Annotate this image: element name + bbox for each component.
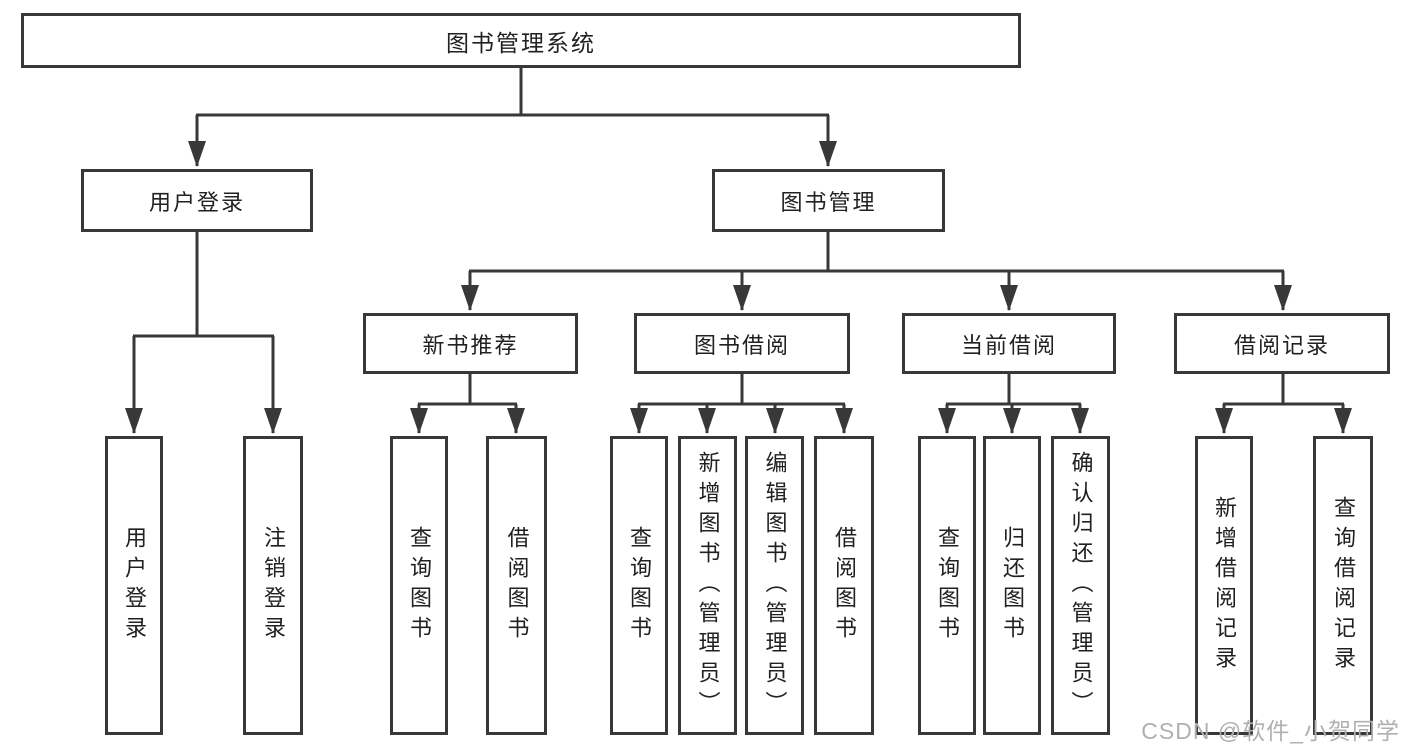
- node-book-borrowing: 图书借阅: [634, 313, 850, 374]
- node-library-management-system: 图书管理系统: [21, 13, 1021, 68]
- node-label: 新增借阅记录: [1212, 495, 1237, 676]
- leaf-query-books-current: 查询图书: [918, 436, 976, 735]
- node-label: 用户登录: [122, 525, 147, 646]
- node-label: 借阅记录: [1233, 332, 1330, 358]
- node-label: 图书管理系统: [446, 29, 596, 56]
- node-label: 注销登录: [261, 525, 286, 646]
- leaf-user-login: 用户登录: [105, 436, 163, 735]
- leaf-edit-books-admin: 编辑图书（管理员）: [745, 436, 804, 735]
- node-label: 查询图书: [627, 525, 652, 646]
- node-user-login: 用户登录: [81, 169, 313, 232]
- node-label: 归还图书: [1000, 525, 1025, 646]
- watermark: CSDN @软件_小贺同学: [1141, 718, 1400, 744]
- node-label: 查询图书: [935, 525, 960, 646]
- node-label: 新书推荐: [422, 332, 519, 358]
- node-label: 当前借阅: [960, 332, 1057, 358]
- leaf-query-books-borrowing: 查询图书: [610, 436, 668, 735]
- node-current-borrowing: 当前借阅: [902, 313, 1116, 374]
- node-label: 借阅图书: [832, 525, 857, 646]
- node-borrowing-records: 借阅记录: [1174, 313, 1390, 374]
- node-label: 编辑图书（管理员）: [762, 450, 788, 721]
- leaf-confirm-return-admin: 确认归还（管理员）: [1051, 436, 1110, 735]
- leaf-return-books: 归还图书: [983, 436, 1041, 735]
- node-book-management: 图书管理: [712, 169, 945, 232]
- leaf-logout: 注销登录: [243, 436, 303, 735]
- node-label: 借阅图书: [504, 525, 530, 646]
- node-label: 查询图书: [407, 525, 432, 646]
- node-label: 图书管理: [780, 189, 877, 215]
- leaf-add-books-admin: 新增图书（管理员）: [678, 436, 737, 735]
- node-label: 查询借阅记录: [1331, 495, 1356, 676]
- node-label: 用户登录: [148, 189, 245, 215]
- leaf-query-borrow-record: 查询借阅记录: [1313, 436, 1373, 735]
- leaf-query-books-recommend: 查询图书: [390, 436, 448, 735]
- leaf-borrow-books-recommend: 借阅图书: [486, 436, 547, 735]
- leaf-add-borrow-record: 新增借阅记录: [1195, 436, 1253, 735]
- leaf-borrow-books: 借阅图书: [814, 436, 874, 735]
- node-label: 图书借阅: [693, 332, 790, 358]
- node-label: 确认归还（管理员）: [1068, 450, 1094, 721]
- node-label: 新增图书（管理员）: [695, 450, 721, 721]
- node-new-book-recommend: 新书推荐: [363, 313, 578, 374]
